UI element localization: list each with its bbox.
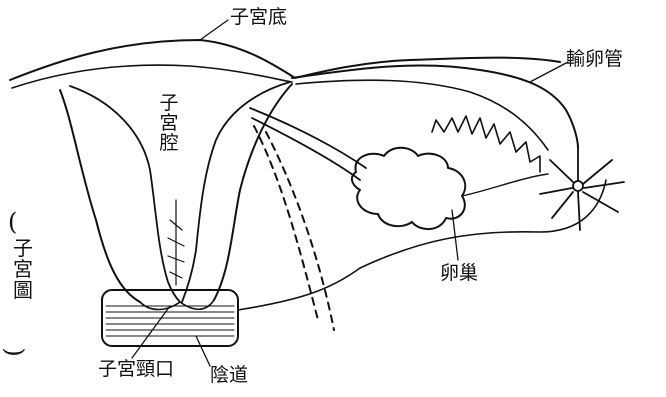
fimbria-flower [540,146,624,230]
vagina-hatching [106,306,234,336]
label-vagina: 陰道 [210,366,248,385]
round-ligament-dashed [254,126,318,320]
leader-cervix [132,306,170,358]
label-uterine-cavity: 子宮腔 [158,94,180,154]
round-ligament-dashed-2 [266,132,334,330]
cavity-fold [168,200,184,285]
leader-fundus [200,20,228,40]
figure-caption: 子宮圖 [12,238,34,301]
label-ovary: 卵巢 [440,264,478,283]
caption-paren-open: ( [8,210,17,234]
label-cervix-opening: 子宮頸口 [98,360,174,379]
label-fundus: 子宮底 [230,8,287,27]
uterus-right-inner [182,82,290,302]
ovary-to-tube [462,174,548,196]
leader-vagina [196,336,210,366]
label-fallopian-tube: 輸卵管 [566,50,623,69]
fallopian-tube [292,65,578,148]
fallopian-tube-inner [296,80,548,150]
fundus-outline [10,40,560,80]
uterus-left-wall [60,90,140,302]
ligament-outline [238,180,606,310]
fundus-inner-outline [12,65,292,88]
uterus-right-wall [214,84,292,300]
leader-tube [530,62,568,82]
cervix-mouth [140,300,214,310]
caption-paren-close: ) [3,347,27,356]
ovary-outline [352,148,465,229]
